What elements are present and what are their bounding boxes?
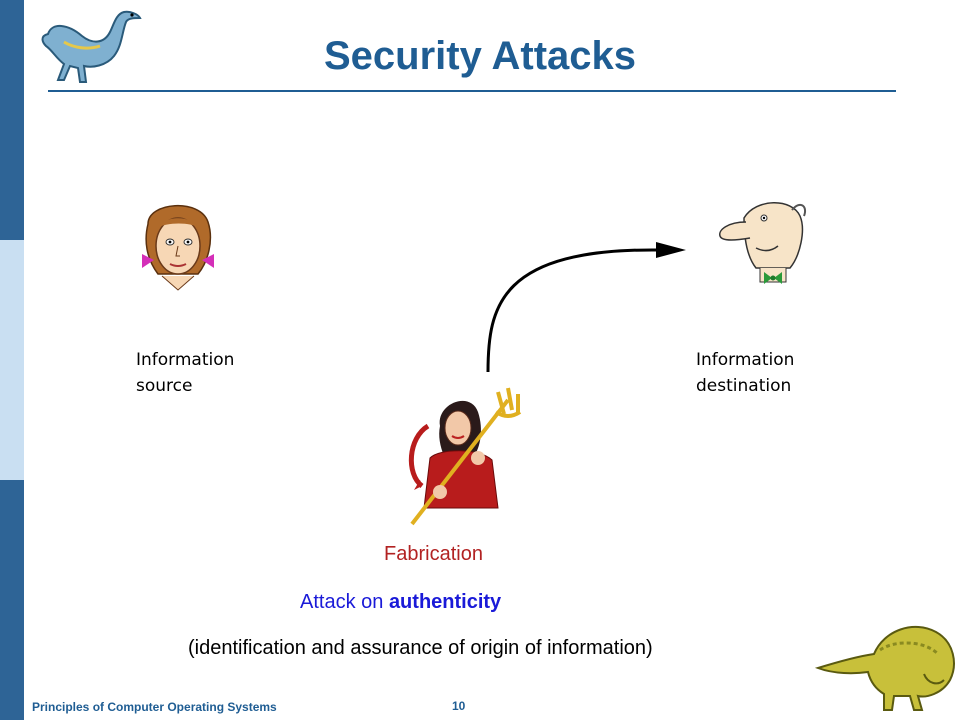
attack-target-authenticity: authenticity [388,591,502,613]
source-label: Information source [136,347,234,399]
attack-on-text: Attack on authenticity [300,591,501,614]
dinosaur-bottom-icon [814,625,955,711]
dinosaur-top-icon [41,10,142,83]
title-divider [48,90,896,92]
destination-label: Information destination [696,347,794,399]
attack-on-prefix: Attack on [300,591,389,613]
left-sidebar-highlight [0,240,24,480]
footer-course-title: Principles of Computer Operating Systems [32,700,277,714]
woman-source-icon [142,205,214,291]
man-destination-icon [719,202,806,284]
attack-description: (identification and assurance of origin … [188,637,653,659]
fabrication-label: Fabrication [384,543,483,565]
destination-label-line2: destination [696,376,792,396]
page-number: 10 [452,699,466,713]
devil-attacker-icon [408,387,522,526]
page-title: Security Attacks [324,34,636,78]
destination-label-line1: Information [696,350,795,370]
source-label-line2: source [136,376,193,396]
arrow-icon [486,242,686,373]
source-label-line1: Information [136,350,235,370]
